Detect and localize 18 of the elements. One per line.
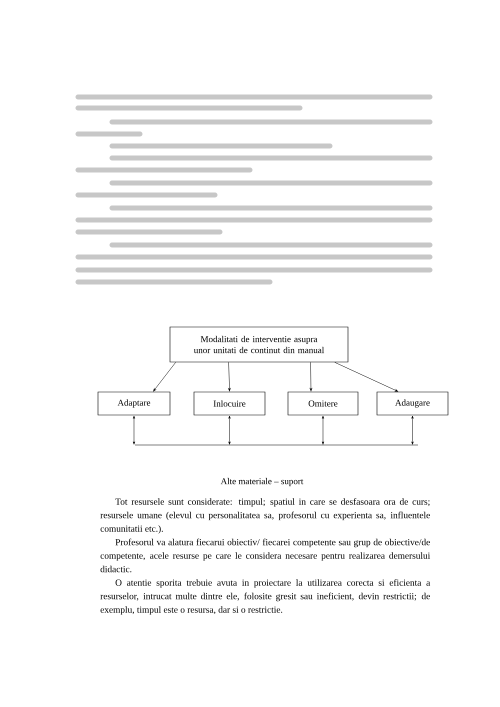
- arrow: [153, 362, 176, 392]
- arrow: [228, 362, 231, 392]
- paragraph: Profesorul va alatura fiecarui obiectiv/ fiecarei competente sau grup de obiective/de competente, acele resurse pe care le considera necesare pentru realizarea demersului didactic.: [100, 538, 430, 572]
- process-box: Adaptare: [98, 392, 170, 416]
- arrow: [310, 362, 312, 392]
- arrow: [228, 416, 231, 445]
- process-box: Adaugare: [376, 392, 448, 416]
- arrow: [322, 416, 324, 445]
- arrow: [411, 416, 414, 445]
- bus-line: [134, 444, 418, 446]
- process-box: Omitere: [288, 392, 358, 416]
- paragraph: O atentie sporita trebuie avuta in proiectare la utilizarea corecta si eficienta a resurselor, intrucat multe dintre ele, folosite gresit sau ineficient, devin restrictii; de exemplu, timpul este o resursa, dar si o restrictie.: [100, 579, 430, 615]
- arrow: [334, 362, 398, 392]
- arrow: [132, 416, 136, 445]
- paragraph: Tot resursele sunt considerate: timpul; spatiul in care se desfasoara ora de curs; resursele umane (elevul cu personalitatea sa, profesorul cu experienta sa, influentele comunitatii etc.).: [100, 498, 430, 534]
- process-box: Modalitati de interventie asupra unor unitati de continut din manual: [170, 326, 348, 362]
- process-box: Inlocuire: [194, 392, 266, 416]
- section-heading: Alte materiale – suport: [220, 478, 304, 486]
